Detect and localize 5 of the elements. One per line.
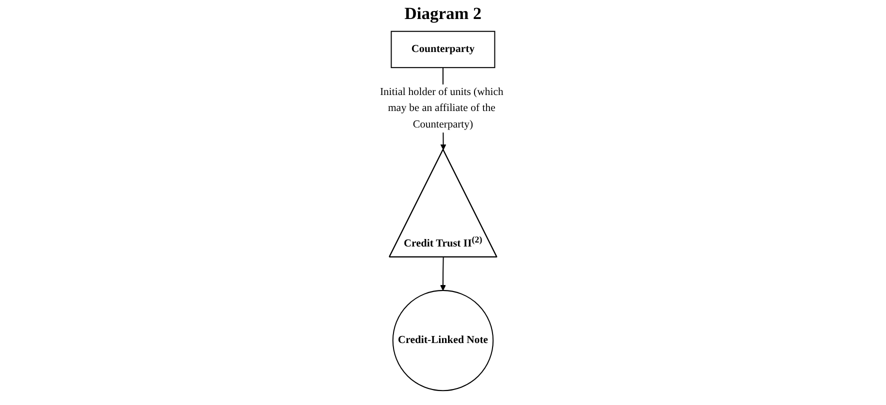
node-circle: Credit-Linked Note [392,290,494,392]
node-box: Counterparty [390,30,496,68]
arrow [440,257,446,291]
edge-label: Initial holder of units (which may be an affiliate of the Counterparty) [380,86,504,130]
diagram-title: Diagram 2 [404,4,482,24]
